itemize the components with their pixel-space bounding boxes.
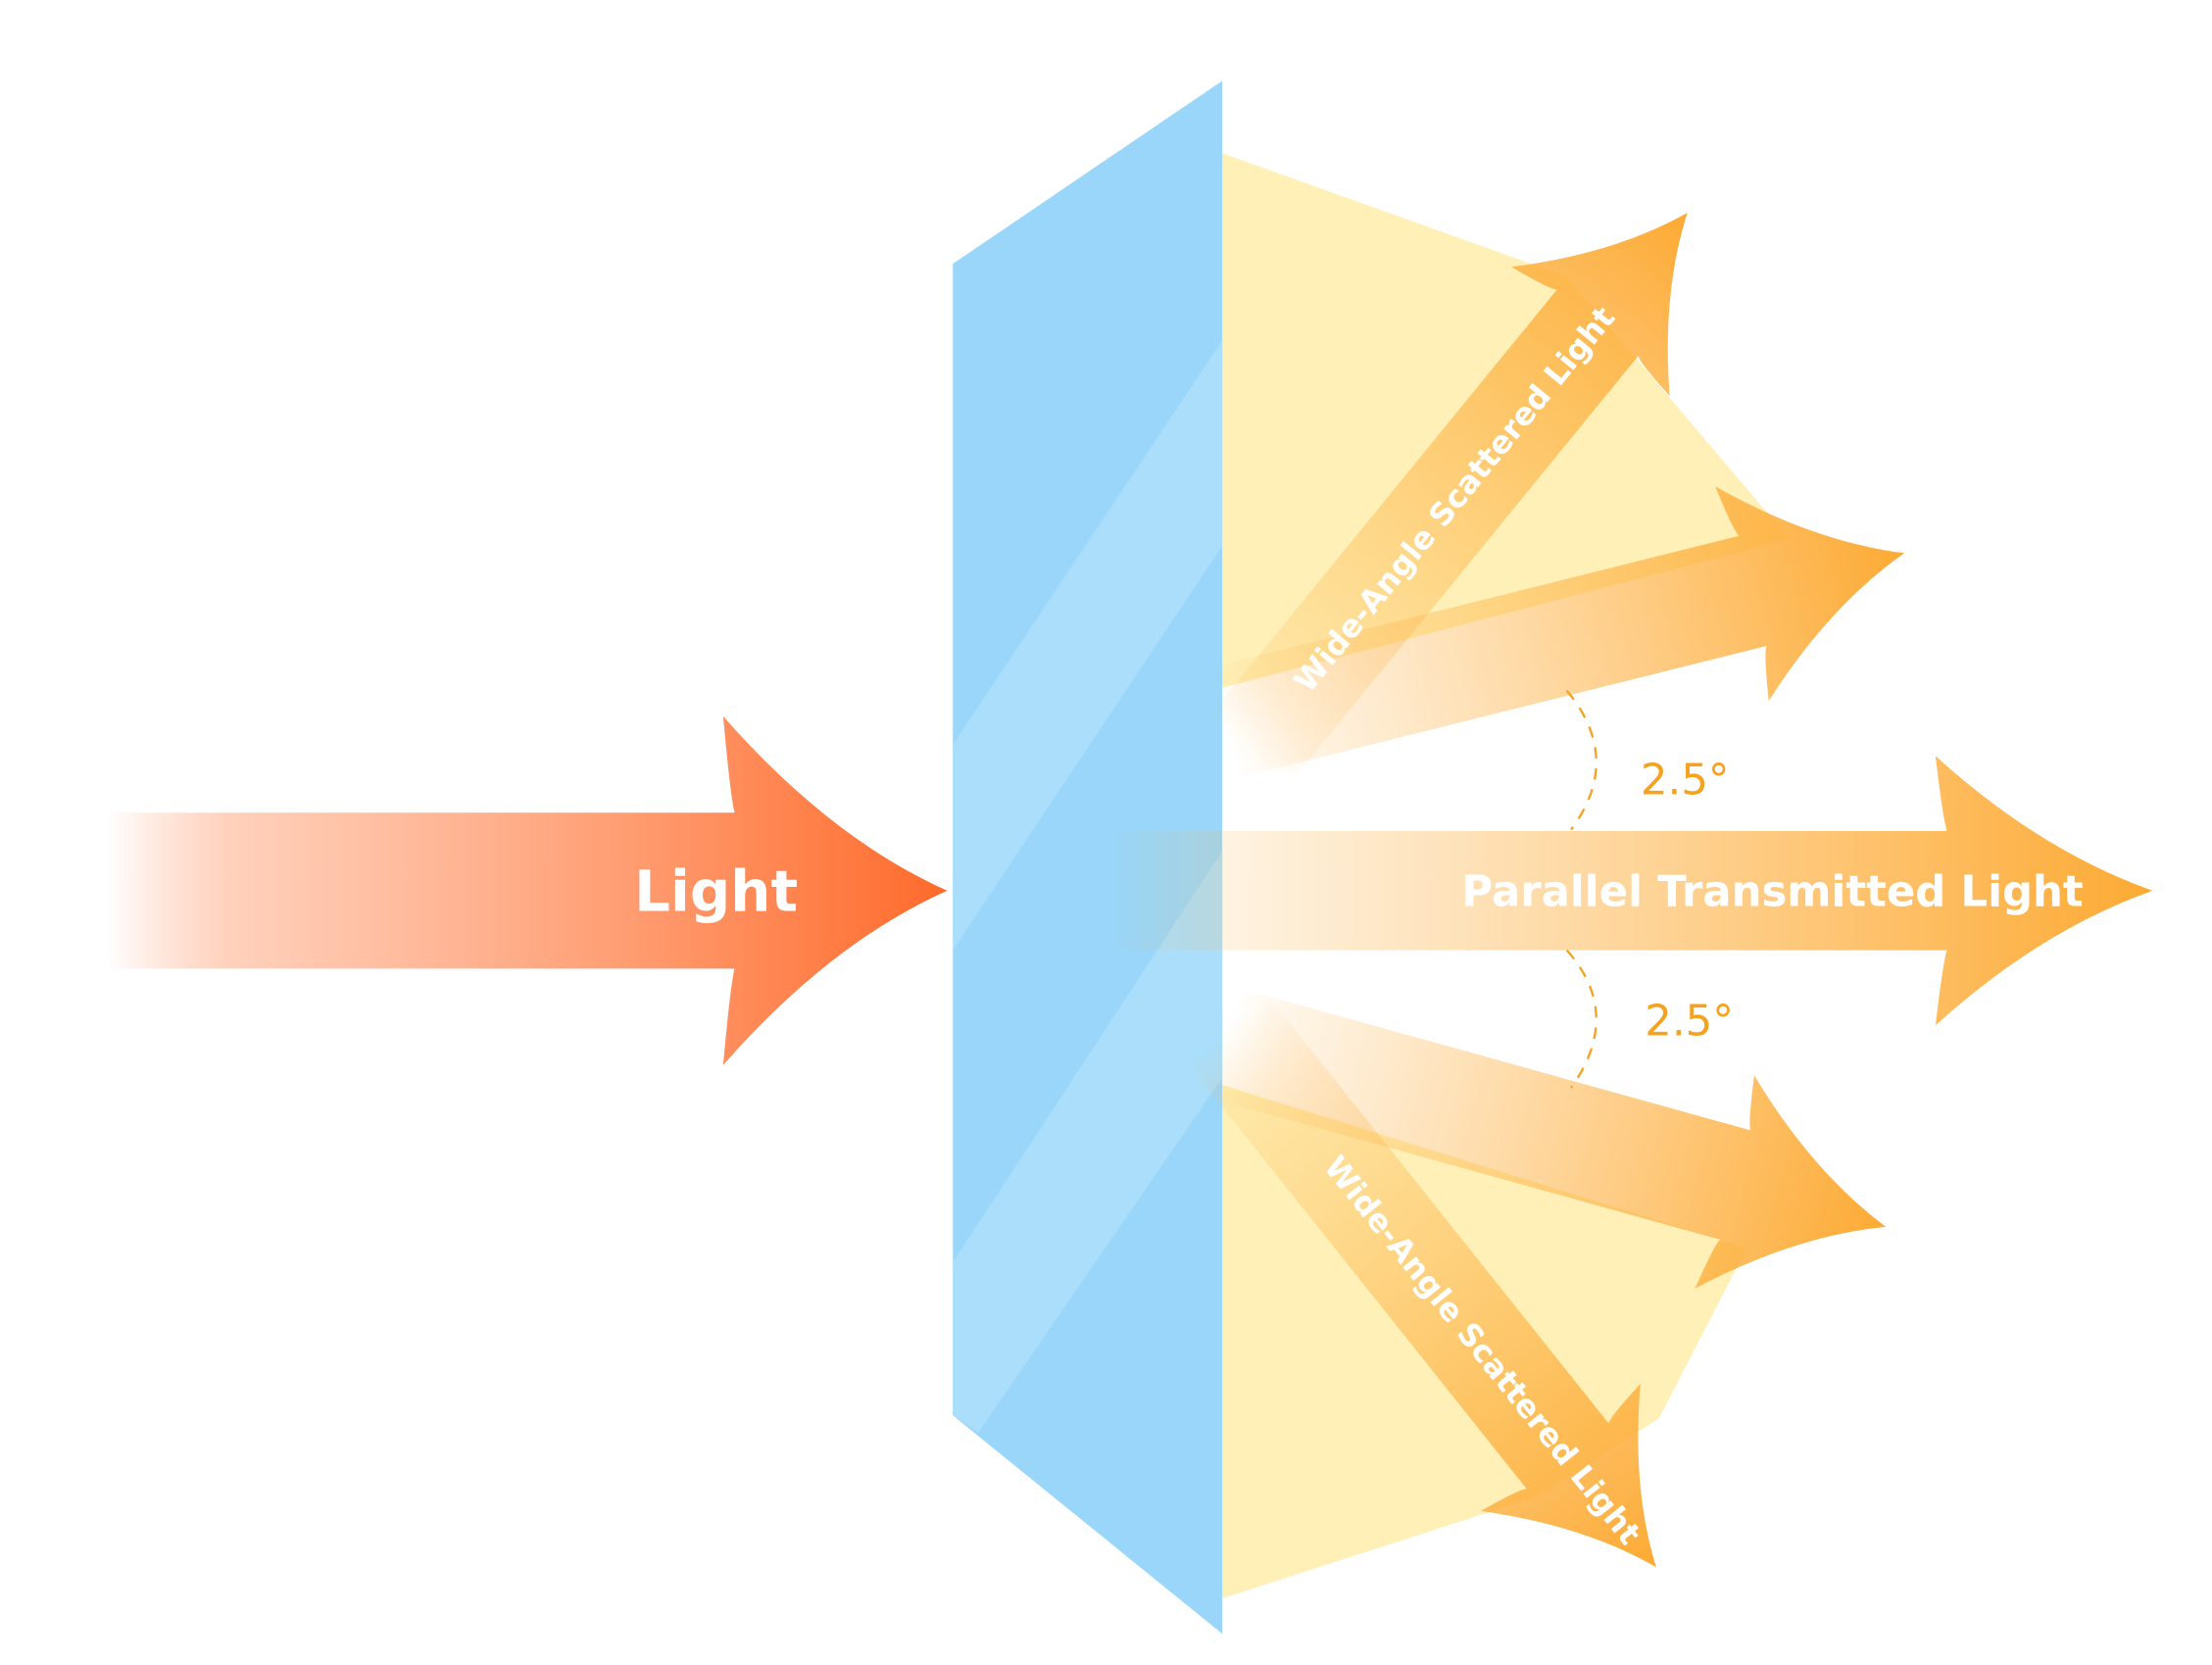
parallel-transmitted-arrow-shape xyxy=(1106,756,2153,1026)
lower-scattered-arrow-shape xyxy=(1206,987,1887,1289)
incident-light-arrow-shape xyxy=(106,715,948,1065)
glass-highlight-stripe xyxy=(953,851,1223,1433)
angle-arc-upper xyxy=(1565,690,1598,831)
parallel-transmitted-arrow: Parallel Transmitted Light xyxy=(1106,756,2153,1026)
incident-light-arrow: Light xyxy=(106,715,948,1065)
angle-label-upper: 2.5° xyxy=(1641,756,1730,805)
lower-scattered-arrow xyxy=(1206,987,1887,1289)
lower-wide-angle-arrow-shape xyxy=(1185,995,1656,1568)
angle-label-lower: 2.5° xyxy=(1645,997,1734,1046)
incident-light-arrow-label: Light xyxy=(634,858,798,925)
parallel-transmitted-arrow-label: Parallel Transmitted Light xyxy=(1461,867,2083,916)
upper-wide-angle-arrow-shape xyxy=(1206,213,1688,785)
upper-scattered-arrow xyxy=(1208,486,1905,779)
upper-scattered-arrow-shape xyxy=(1208,486,1905,779)
glass-highlight-stripe xyxy=(953,340,1223,951)
angle-arc-lower xyxy=(1565,949,1598,1089)
